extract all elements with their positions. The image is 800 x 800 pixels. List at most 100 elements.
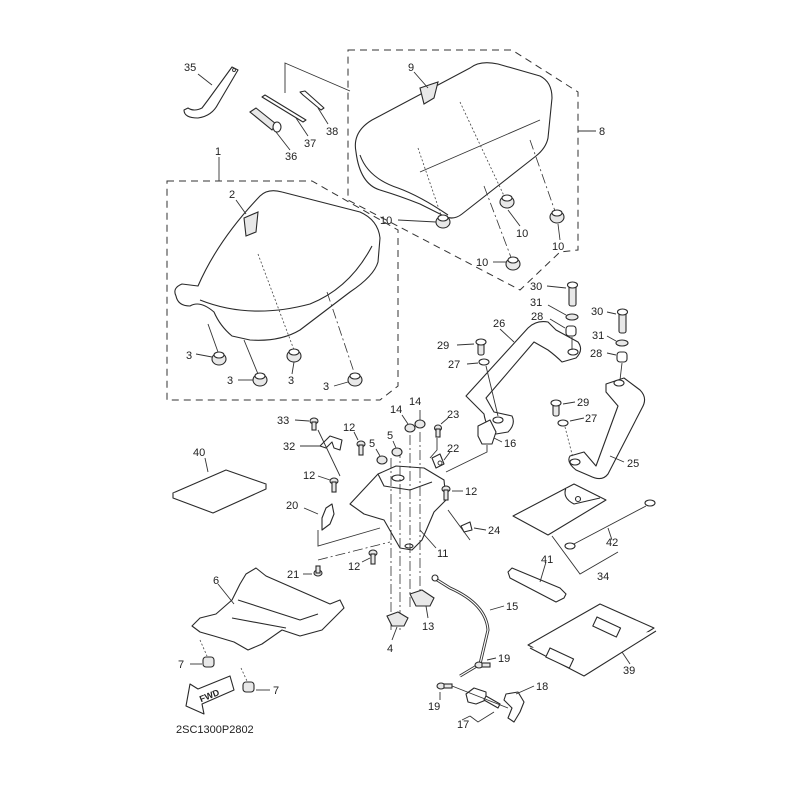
rider-seat-group: 1 2 3 3 3 3	[166, 146, 399, 401]
damper-10d	[549, 209, 565, 224]
grab-bar-group: 26 25 30 31 28 30 31 28 29 27	[437, 281, 646, 480]
washer-27a	[478, 358, 490, 366]
axis-3d	[326, 291, 355, 373]
base-frame-group: 6 7 7 FWD 2SC1300P2802	[176, 567, 345, 736]
drawing-code: 2SC1300P2802	[176, 724, 254, 736]
bolt-30a	[566, 281, 579, 307]
callout-29a: 29	[437, 340, 449, 352]
callout-18: 18	[536, 681, 548, 693]
callout-27b: 27	[585, 413, 597, 425]
frame-crossbar-lower	[231, 617, 287, 629]
callout-3d: 3	[323, 381, 329, 393]
hex-wrench-38	[299, 90, 325, 111]
nut-14a	[404, 423, 416, 433]
leader-38	[317, 107, 329, 125]
callout-40: 40	[193, 447, 205, 459]
passenger-seat-group: 8 9 10 10 10 10	[347, 49, 605, 291]
axis-3c	[257, 253, 295, 351]
callout-38: 38	[326, 126, 338, 138]
bolt-33	[309, 417, 319, 431]
screw-23	[433, 424, 443, 438]
damper-3a	[211, 351, 227, 366]
callout-3c: 3	[288, 375, 294, 387]
passenger-seat-9	[354, 62, 553, 219]
callout-8: 8	[599, 126, 605, 138]
callout-9: 9	[408, 62, 414, 74]
nut-14b	[414, 419, 426, 429]
callout-21: 21	[287, 569, 299, 581]
bolt-29a	[475, 338, 487, 356]
callout-2: 2	[229, 189, 235, 201]
leader-37	[295, 117, 309, 137]
collar-28b	[616, 351, 628, 363]
callout-22: 22	[447, 443, 459, 455]
callout-10a: 10	[380, 215, 392, 227]
nut-5a	[376, 455, 388, 465]
callout-15: 15	[506, 601, 518, 613]
collar-22	[431, 453, 445, 469]
rider-seat-tag	[243, 211, 259, 237]
callout-12d: 12	[348, 561, 360, 573]
collar-28a	[565, 325, 577, 337]
leader-11	[419, 529, 437, 549]
callout-32: 32	[283, 441, 295, 453]
callout-13: 13	[422, 621, 434, 633]
callout-20: 20	[286, 500, 298, 512]
callout-6: 6	[213, 575, 219, 587]
damper-10c	[505, 256, 521, 271]
frame-crossbar	[237, 599, 319, 621]
damper-10b	[499, 194, 515, 209]
passenger-seat-edge	[359, 154, 449, 216]
bolt-12a	[356, 440, 366, 456]
accessories-group: 40 42 34 41 39	[172, 447, 657, 677]
callout-34: 34	[597, 571, 609, 583]
leader-9	[413, 71, 429, 89]
seat-lock-bracket-11	[349, 465, 447, 551]
callout-30b: 30	[591, 306, 603, 318]
callout-24: 24	[488, 525, 500, 537]
callout-5a: 5	[369, 438, 375, 450]
document-bag-39	[527, 603, 657, 677]
callout-16: 16	[504, 438, 516, 450]
callout-33: 33	[277, 415, 289, 427]
lock-17	[465, 687, 487, 705]
lock-bracket-group: 11 33 32 12 12 12 12 5 5	[277, 396, 516, 630]
callout-19b: 19	[428, 701, 440, 713]
damper-10a	[435, 214, 451, 229]
tool-kit-group: 35 36 37 38	[183, 62, 351, 163]
callout-12a: 12	[343, 422, 355, 434]
callout-12c: 12	[465, 486, 477, 498]
manual-40	[172, 469, 267, 514]
callout-11: 11	[437, 548, 448, 560]
wrench-35	[183, 66, 239, 119]
callout-5b: 5	[387, 430, 393, 442]
callout-14b: 14	[409, 396, 421, 408]
bolt-19b	[436, 682, 453, 690]
callout-10d: 10	[552, 241, 564, 253]
callout-17: 17	[457, 719, 469, 731]
axis-10d	[529, 139, 557, 215]
damper-3b	[252, 372, 268, 387]
callout-23: 23	[447, 409, 459, 421]
helmet-wire-42	[564, 499, 656, 550]
passenger-seat-crease	[419, 119, 541, 173]
callout-25: 25	[627, 458, 639, 470]
passenger-seat-tag	[419, 81, 439, 105]
leader-25	[609, 455, 625, 463]
washer-31a	[565, 313, 579, 321]
grab-bar-26	[465, 321, 582, 435]
clip-13	[409, 589, 435, 607]
callout-10b: 10	[516, 228, 528, 240]
axis-10a	[417, 147, 443, 219]
callout-4: 4	[387, 643, 393, 655]
leader-40	[204, 457, 209, 473]
leader-36	[275, 131, 291, 151]
callout-7a: 7	[178, 659, 184, 671]
callout-10c: 10	[476, 257, 488, 269]
damper-3d	[347, 372, 363, 387]
screwdriver-37	[261, 94, 307, 123]
leader-6	[217, 583, 235, 605]
callout-19a: 19	[498, 653, 510, 665]
